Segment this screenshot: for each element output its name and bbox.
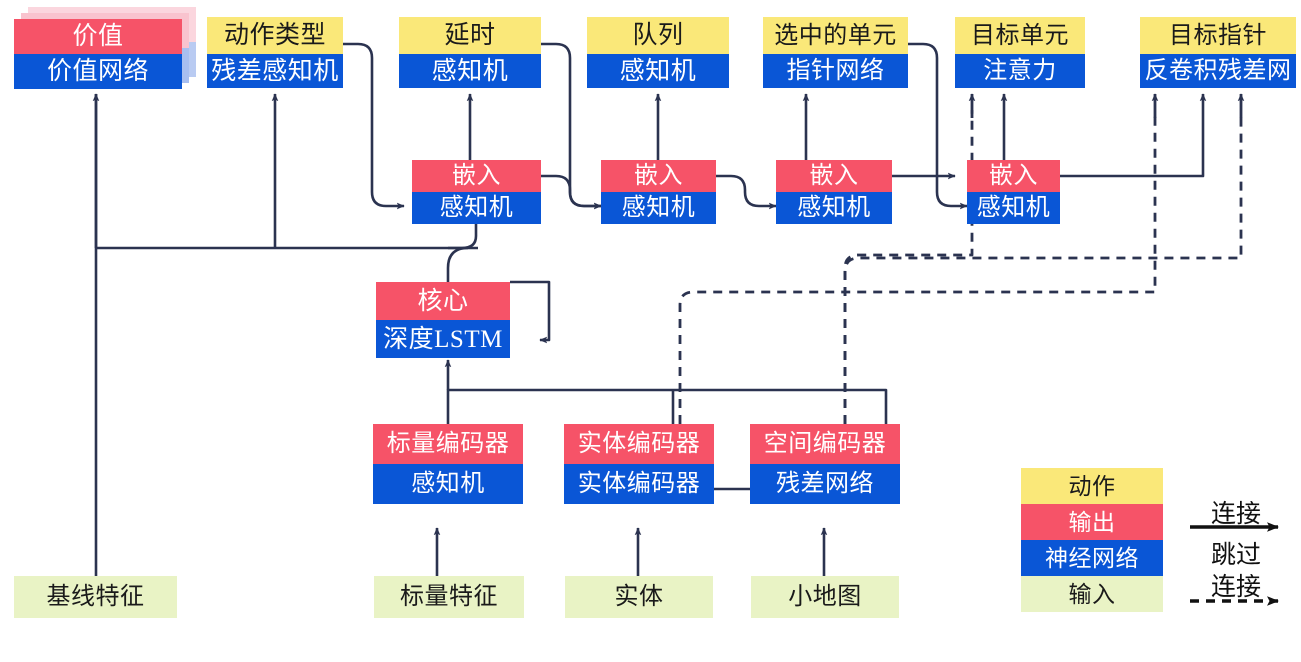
node-entities[interactable]: 实体 xyxy=(565,576,713,618)
wire-embed1-to-embed2 xyxy=(541,174,602,210)
legend-swatch-output: 输出 xyxy=(1021,504,1163,540)
skip-entity-encoder-to-selected-units xyxy=(678,110,1157,440)
node-queue-network-label: 感知机 xyxy=(587,54,729,88)
node-embed-4[interactable]: 嵌入 感知机 xyxy=(967,160,1060,224)
node-selected-units-network-label: 指针网络 xyxy=(763,54,908,88)
node-selected-units[interactable]: 选中的单元 指针网络 xyxy=(763,17,908,88)
node-target-point-network-label: 反卷积残差网 xyxy=(1140,54,1296,88)
node-entity-encoder[interactable]: 实体编码器 实体编码器 xyxy=(564,424,714,504)
node-target-unit-action-label: 目标单元 xyxy=(955,17,1085,54)
wire-embed2-to-embed3 xyxy=(716,174,777,210)
node-entity-encoder-output-label: 实体编码器 xyxy=(564,424,714,464)
node-embed-1-network-label: 感知机 xyxy=(412,192,541,224)
wire-encoder-bus xyxy=(446,388,888,424)
node-scalar-encoder[interactable]: 标量编码器 感知机 xyxy=(373,424,523,504)
node-entities-label: 实体 xyxy=(565,576,713,618)
node-spatial-encoder-network-label: 残差网络 xyxy=(750,464,900,504)
node-baseline-features[interactable]: 基线特征 xyxy=(14,576,177,618)
node-value-output-label: 价值 xyxy=(14,19,182,54)
node-embed-3-output-label: 嵌入 xyxy=(776,160,892,192)
node-target-unit-network-label: 注意力 xyxy=(955,54,1085,88)
node-scalar-encoder-network-label: 感知机 xyxy=(373,464,523,504)
node-target-point[interactable]: 目标指针 反卷积残差网 xyxy=(1140,17,1296,88)
legend-swatch-action: 动作 xyxy=(1021,468,1163,504)
wire-action-type-to-embed1 xyxy=(343,42,405,210)
legend-swatch-neural-network: 神经网络 xyxy=(1021,540,1163,576)
node-minimap[interactable]: 小地图 xyxy=(751,576,899,618)
legend-swatch-column: 动作 输出 神经网络 输入 xyxy=(1021,468,1163,612)
node-minimap-label: 小地图 xyxy=(751,576,899,618)
node-delay[interactable]: 延时 感知机 xyxy=(399,17,541,88)
node-action-type-network-label: 残差感知机 xyxy=(207,54,343,88)
node-embed-2-output-label: 嵌入 xyxy=(601,160,716,192)
node-value-network-label: 价值网络 xyxy=(14,54,182,89)
node-queue[interactable]: 队列 感知机 xyxy=(587,17,729,88)
node-spatial-encoder-output-label: 空间编码器 xyxy=(750,424,900,464)
node-action-type-action-label: 动作类型 xyxy=(207,17,343,54)
node-entity-encoder-network-label: 实体编码器 xyxy=(564,464,714,504)
node-baseline-features-label: 基线特征 xyxy=(14,576,177,618)
wire-core-self-loop xyxy=(510,280,551,344)
wire-embed4-right-to-target-point xyxy=(1060,93,1207,178)
node-action-type[interactable]: 动作类型 残差感知机 xyxy=(207,17,343,88)
node-spatial-encoder[interactable]: 空间编码器 残差网络 xyxy=(750,424,900,504)
wire-core-out-to-bus xyxy=(446,246,478,282)
node-core-network-label: 深度LSTM xyxy=(376,320,510,358)
node-scalar-features-label: 标量特征 xyxy=(374,576,524,618)
node-delay-network-label: 感知机 xyxy=(399,54,541,88)
node-delay-action-label: 延时 xyxy=(399,17,541,54)
node-core[interactable]: 核心 深度LSTM xyxy=(376,282,510,358)
legend-skip-label-line1: 跳过 xyxy=(1210,542,1261,569)
node-embed-3[interactable]: 嵌入 感知机 xyxy=(776,160,892,224)
node-target-point-action-label: 目标指针 xyxy=(1140,17,1296,54)
legend-skip-label-line2: 连接 xyxy=(1210,574,1261,601)
node-scalar-encoder-output-label: 标量编码器 xyxy=(373,424,523,464)
node-embed-1-output-label: 嵌入 xyxy=(412,160,541,192)
node-selected-units-action-label: 选中的单元 xyxy=(763,17,908,54)
node-embed-4-output-label: 嵌入 xyxy=(967,160,1060,192)
node-embed-2[interactable]: 嵌入 感知机 xyxy=(601,160,716,224)
node-embed-4-network-label: 感知机 xyxy=(967,192,1060,224)
node-target-unit[interactable]: 目标单元 注意力 xyxy=(955,17,1085,88)
node-embed-1[interactable]: 嵌入 感知机 xyxy=(412,160,541,224)
node-scalar-features[interactable]: 标量特征 xyxy=(374,576,524,618)
legend-connection-label: 连接 xyxy=(1210,501,1261,528)
legend-swatch-input: 输入 xyxy=(1021,576,1163,612)
node-embed-2-network-label: 感知机 xyxy=(601,192,716,224)
node-value[interactable]: 价值 价值网络 xyxy=(14,19,182,89)
node-queue-action-label: 队列 xyxy=(587,17,729,54)
node-embed-3-network-label: 感知机 xyxy=(776,192,892,224)
node-core-output-label: 核心 xyxy=(376,282,510,320)
